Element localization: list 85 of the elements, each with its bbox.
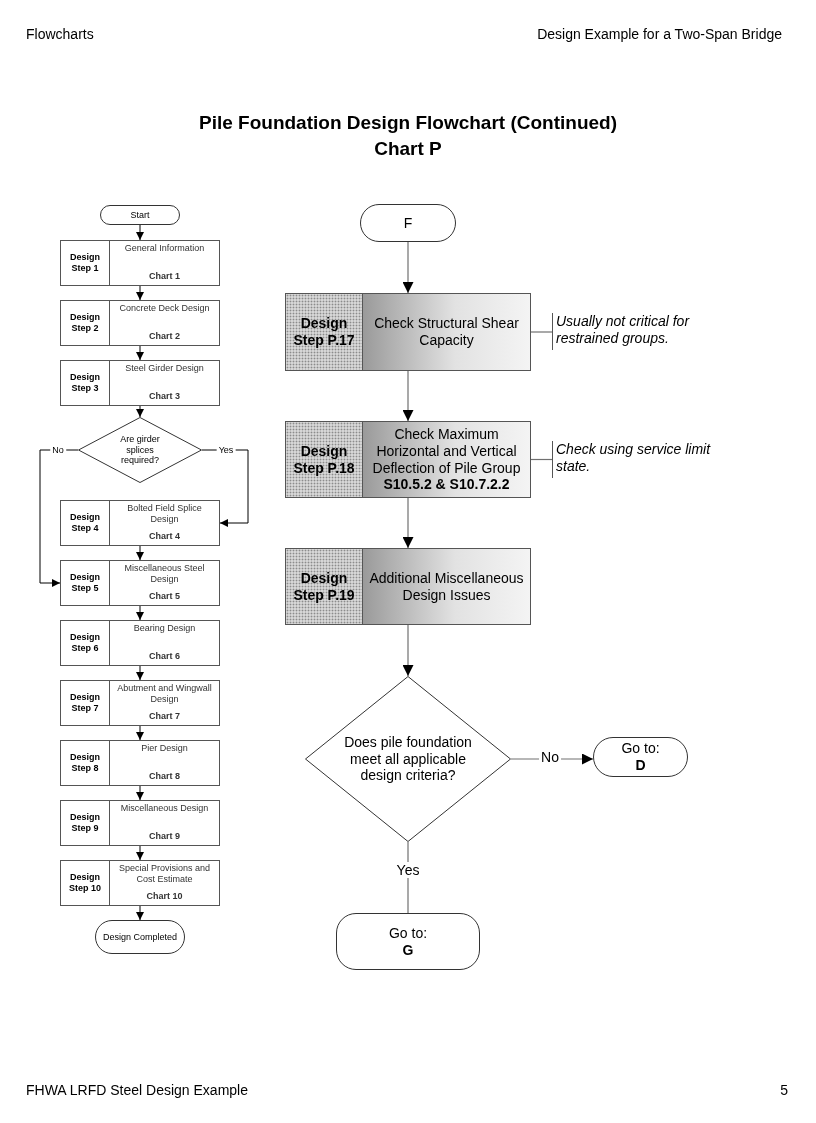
arrow <box>136 345 144 361</box>
terminal-shape <box>100 205 180 225</box>
chart-title: Pile Foundation Design Flowchart (Continued) <box>198 112 618 134</box>
page-number: 5 <box>780 1082 788 1098</box>
chart-reference: Chart 6 <box>149 651 180 662</box>
decision-question: Are girder splices required? <box>119 433 161 467</box>
arrow <box>136 665 144 681</box>
arrow <box>402 497 414 549</box>
chart-reference: Chart 1 <box>149 271 180 282</box>
terminal-text: Go to: <box>388 924 428 942</box>
process-box <box>60 360 220 406</box>
annotation-note: Usually not critical for restrained groups. <box>552 313 717 350</box>
step-description: Miscellaneous Design <box>120 803 209 814</box>
step-number: Design Step P.19 <box>286 549 363 624</box>
chart-subtitle: Chart P <box>373 138 443 160</box>
step-description: Special Provisions and Cost Estimate <box>117 863 212 885</box>
arrow <box>136 845 144 861</box>
step-description: Check Maximum Horizontal and Vertical Deflection of Pile Group <box>371 425 522 477</box>
chart-reference: Chart 2 <box>149 331 180 342</box>
process-box <box>60 620 220 666</box>
terminal-shape <box>95 920 185 954</box>
arrow <box>402 241 414 294</box>
arrow <box>136 605 144 621</box>
process-box <box>285 293 531 371</box>
chart-reference: Chart 10 <box>146 891 183 902</box>
process-box <box>60 300 220 346</box>
process-box <box>60 860 220 906</box>
arrow <box>136 285 144 301</box>
chart-reference: Chart 4 <box>149 531 180 542</box>
chart-reference: Chart 8 <box>149 771 180 782</box>
leader-line <box>530 458 553 461</box>
arrow <box>136 725 144 741</box>
code-reference: S10.5.2 & S10.7.2.2 <box>383 476 510 494</box>
terminal-text: F <box>403 214 413 232</box>
terminal-shape <box>593 737 688 777</box>
chart-reference: Chart 5 <box>149 591 180 602</box>
edge-label: Yes <box>394 862 422 878</box>
arrow <box>136 905 144 921</box>
process-box <box>60 560 220 606</box>
process-box <box>285 421 531 498</box>
process-box <box>60 500 220 546</box>
page-footer: FHWA LRFD Steel Design Example <box>26 1082 248 1098</box>
terminal-text: Design Completed <box>102 931 177 943</box>
arrow <box>201 449 249 527</box>
process-box <box>285 548 531 625</box>
terminal-text: Start <box>130 209 150 221</box>
terminal-text: Go to: <box>621 740 660 757</box>
page-header: Design Example for a Two-Span Bridge <box>537 26 782 42</box>
chart-reference: Chart 9 <box>149 831 180 842</box>
arrow <box>136 224 144 241</box>
step-number: Design Step P.18 <box>286 422 363 497</box>
leader-line <box>530 331 553 333</box>
step-description: General Information <box>124 243 205 254</box>
goto-target: G <box>402 941 414 959</box>
step-description: Steel Girder Design <box>125 363 204 374</box>
arrow <box>402 624 414 677</box>
chart-reference: Chart 7 <box>149 711 180 722</box>
step-description: Additional Miscellaneous Design Issues <box>368 569 525 604</box>
step-description: Abutment and Wingwall Design <box>116 683 213 705</box>
arrow <box>39 449 79 587</box>
annotation-note: Check using service limit state. <box>552 441 717 478</box>
goto-target: D <box>635 757 646 774</box>
terminal-shape <box>336 913 480 970</box>
step-description: Pier Design <box>141 743 188 754</box>
terminal-shape <box>360 204 456 242</box>
step-description: Check Structural Shear Capacity <box>373 315 520 349</box>
arrow <box>402 370 414 422</box>
step-description: Concrete Deck Design <box>119 303 210 314</box>
edge-label: No <box>539 749 561 765</box>
page-header: Flowcharts <box>26 26 94 42</box>
arrow <box>136 545 144 561</box>
decision-question: Does pile foundation meet all applicable design criteria? <box>343 733 473 785</box>
process-box <box>60 240 220 286</box>
step-number: Design Step P.17 <box>286 294 363 370</box>
chart-reference: Chart 3 <box>149 391 180 402</box>
step-description: Bearing Design <box>133 623 196 634</box>
arrow <box>136 785 144 801</box>
process-box <box>60 740 220 786</box>
process-box <box>60 800 220 846</box>
arrow <box>136 405 144 418</box>
process-box <box>60 680 220 726</box>
step-description: Miscellaneous Steel Design <box>123 563 206 585</box>
step-description: Bolted Field Splice Design <box>126 503 203 525</box>
edge-label: No <box>50 445 66 455</box>
edge-label: Yes <box>216 445 236 455</box>
